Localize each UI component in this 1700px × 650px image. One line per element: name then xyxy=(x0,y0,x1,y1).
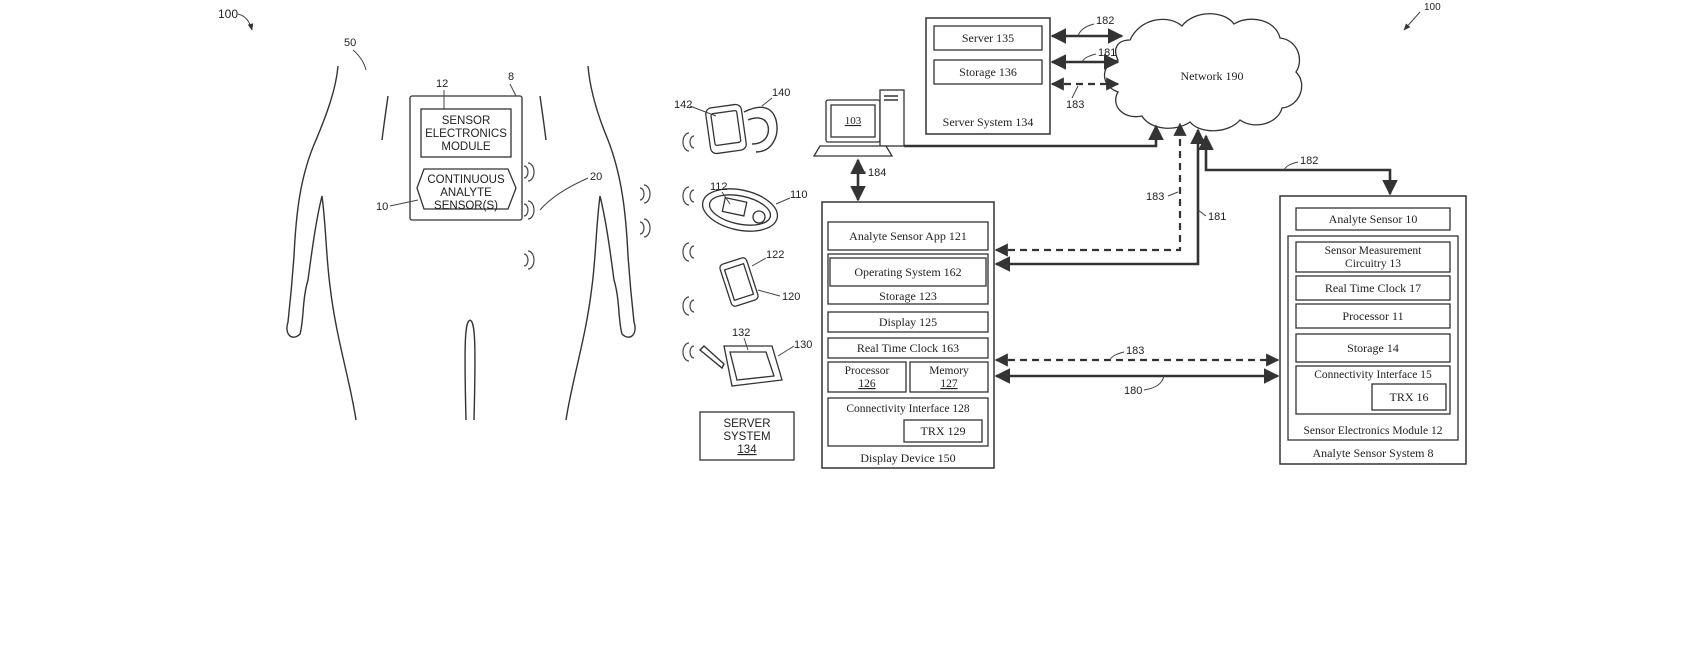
watch-ref: 140 xyxy=(772,87,790,99)
wire-ref: 20 xyxy=(590,171,602,183)
wireless-waves-devices xyxy=(683,133,694,361)
server-label: Server 135 xyxy=(962,31,1014,45)
display-125-label: Display 125 xyxy=(879,315,937,329)
server-storage-label: Storage 136 xyxy=(959,65,1017,79)
tablet-ref-leader xyxy=(778,346,794,356)
patch-ref-leader xyxy=(510,84,516,96)
link-183-c: 183 xyxy=(1126,345,1144,357)
watch-screen-ref: 142 xyxy=(674,99,692,111)
module-line-1: SENSOR xyxy=(442,115,491,127)
link-180: 180 xyxy=(1124,385,1142,397)
smc-13-line-2: Circuitry 13 xyxy=(1345,258,1401,270)
body-ref-leader xyxy=(353,50,366,70)
smartphone xyxy=(719,257,759,307)
memory-127-label: Memory xyxy=(929,365,969,377)
module-ref: 12 xyxy=(436,78,448,90)
processor-126-label: Processor xyxy=(845,365,890,377)
trx-16-label: TRX 16 xyxy=(1390,390,1429,404)
body-ref: 50 xyxy=(344,37,356,49)
tablet-screen-ref: 132 xyxy=(732,327,750,339)
module-line-2: ELECTRONICS xyxy=(425,128,507,140)
phone-ref-leader xyxy=(758,290,780,296)
server-small-line-1: SERVER xyxy=(723,418,770,430)
sensor-line-2: ANALYTE xyxy=(440,187,492,199)
figure-ref-right-arrow xyxy=(1404,12,1420,30)
handheld-ref: 110 xyxy=(790,189,808,201)
link-183-b: 183 xyxy=(1146,191,1164,203)
network-label: Network 190 xyxy=(1181,69,1244,83)
storage-123-label: Storage 123 xyxy=(879,289,937,303)
trx-129-label: TRX 129 xyxy=(921,424,966,438)
watch-ref-leader xyxy=(762,98,772,106)
rtc-17-label: Real Time Clock 17 xyxy=(1325,281,1421,295)
link-182-b: 182 xyxy=(1300,155,1318,167)
tablet xyxy=(700,346,782,386)
server-small-line-2: SYSTEM xyxy=(723,431,770,443)
server-system-caption: Server System 134 xyxy=(943,115,1034,129)
analyte-sensor-system-caption: Analyte Sensor System 8 xyxy=(1313,446,1434,460)
connectivity-15-label: Connectivity Interface 15 xyxy=(1314,369,1432,381)
analyte-sensor-10-label: Analyte Sensor 10 xyxy=(1329,212,1418,226)
handheld-screen-ref: 112 xyxy=(710,181,728,193)
figure-ref-right: 100 xyxy=(1424,2,1441,13)
figure-ref-left-arrow xyxy=(238,14,252,30)
figure-ref-left: 100 xyxy=(218,7,238,21)
server-small-line-3: 134 xyxy=(737,444,757,456)
handheld-ref-leader xyxy=(776,198,790,204)
module-line-3: MODULE xyxy=(441,141,491,153)
patch-ref: 8 xyxy=(508,71,514,83)
memory-127-ref: 127 xyxy=(940,378,958,390)
sensor-line-3: SENSOR(S) xyxy=(434,200,498,212)
display-device-caption: Display Device 150 xyxy=(860,451,955,465)
link-181-a: 181 xyxy=(1098,47,1116,59)
link-184: 184 xyxy=(868,167,886,179)
link-182-a: 182 xyxy=(1096,15,1114,27)
smartwatch xyxy=(705,104,777,155)
storage-14-label: Storage 14 xyxy=(1347,341,1399,355)
devices-column: 142 140 112 110 122 120 132 xyxy=(674,87,812,460)
right-figure: 100 Server 135 Storage 136 Server System… xyxy=(814,2,1466,468)
smc-13-line-1: Sensor Measurement xyxy=(1325,245,1423,257)
processor-11-label: Processor 11 xyxy=(1342,309,1403,323)
connectivity-128-label: Connectivity Interface 128 xyxy=(846,403,970,415)
tablet-ref: 130 xyxy=(794,339,812,351)
left-figure: 100 50 8 SENSOR ELECTRONICS MODULE 12 CO… xyxy=(218,7,650,420)
computer-ref: 103 xyxy=(845,115,862,127)
wire-ref-leader xyxy=(540,178,588,210)
analyte-app-label: Analyte Sensor App 121 xyxy=(849,229,967,243)
sensor-line-1: CONTINUOUS xyxy=(427,174,505,186)
sensor-ref: 10 xyxy=(376,201,388,213)
operating-system-label: Operating System 162 xyxy=(854,265,961,279)
phone-screen-ref: 122 xyxy=(766,249,784,261)
link-183-a: 183 xyxy=(1066,99,1084,111)
phone-screen-leader xyxy=(752,258,766,266)
link-181-b: 181 xyxy=(1208,211,1226,223)
rtc-163-label: Real Time Clock 163 xyxy=(857,341,959,355)
phone-ref: 120 xyxy=(782,291,800,303)
sem-12-caption: Sensor Electronics Module 12 xyxy=(1304,425,1443,437)
processor-126-ref: 126 xyxy=(858,378,876,390)
